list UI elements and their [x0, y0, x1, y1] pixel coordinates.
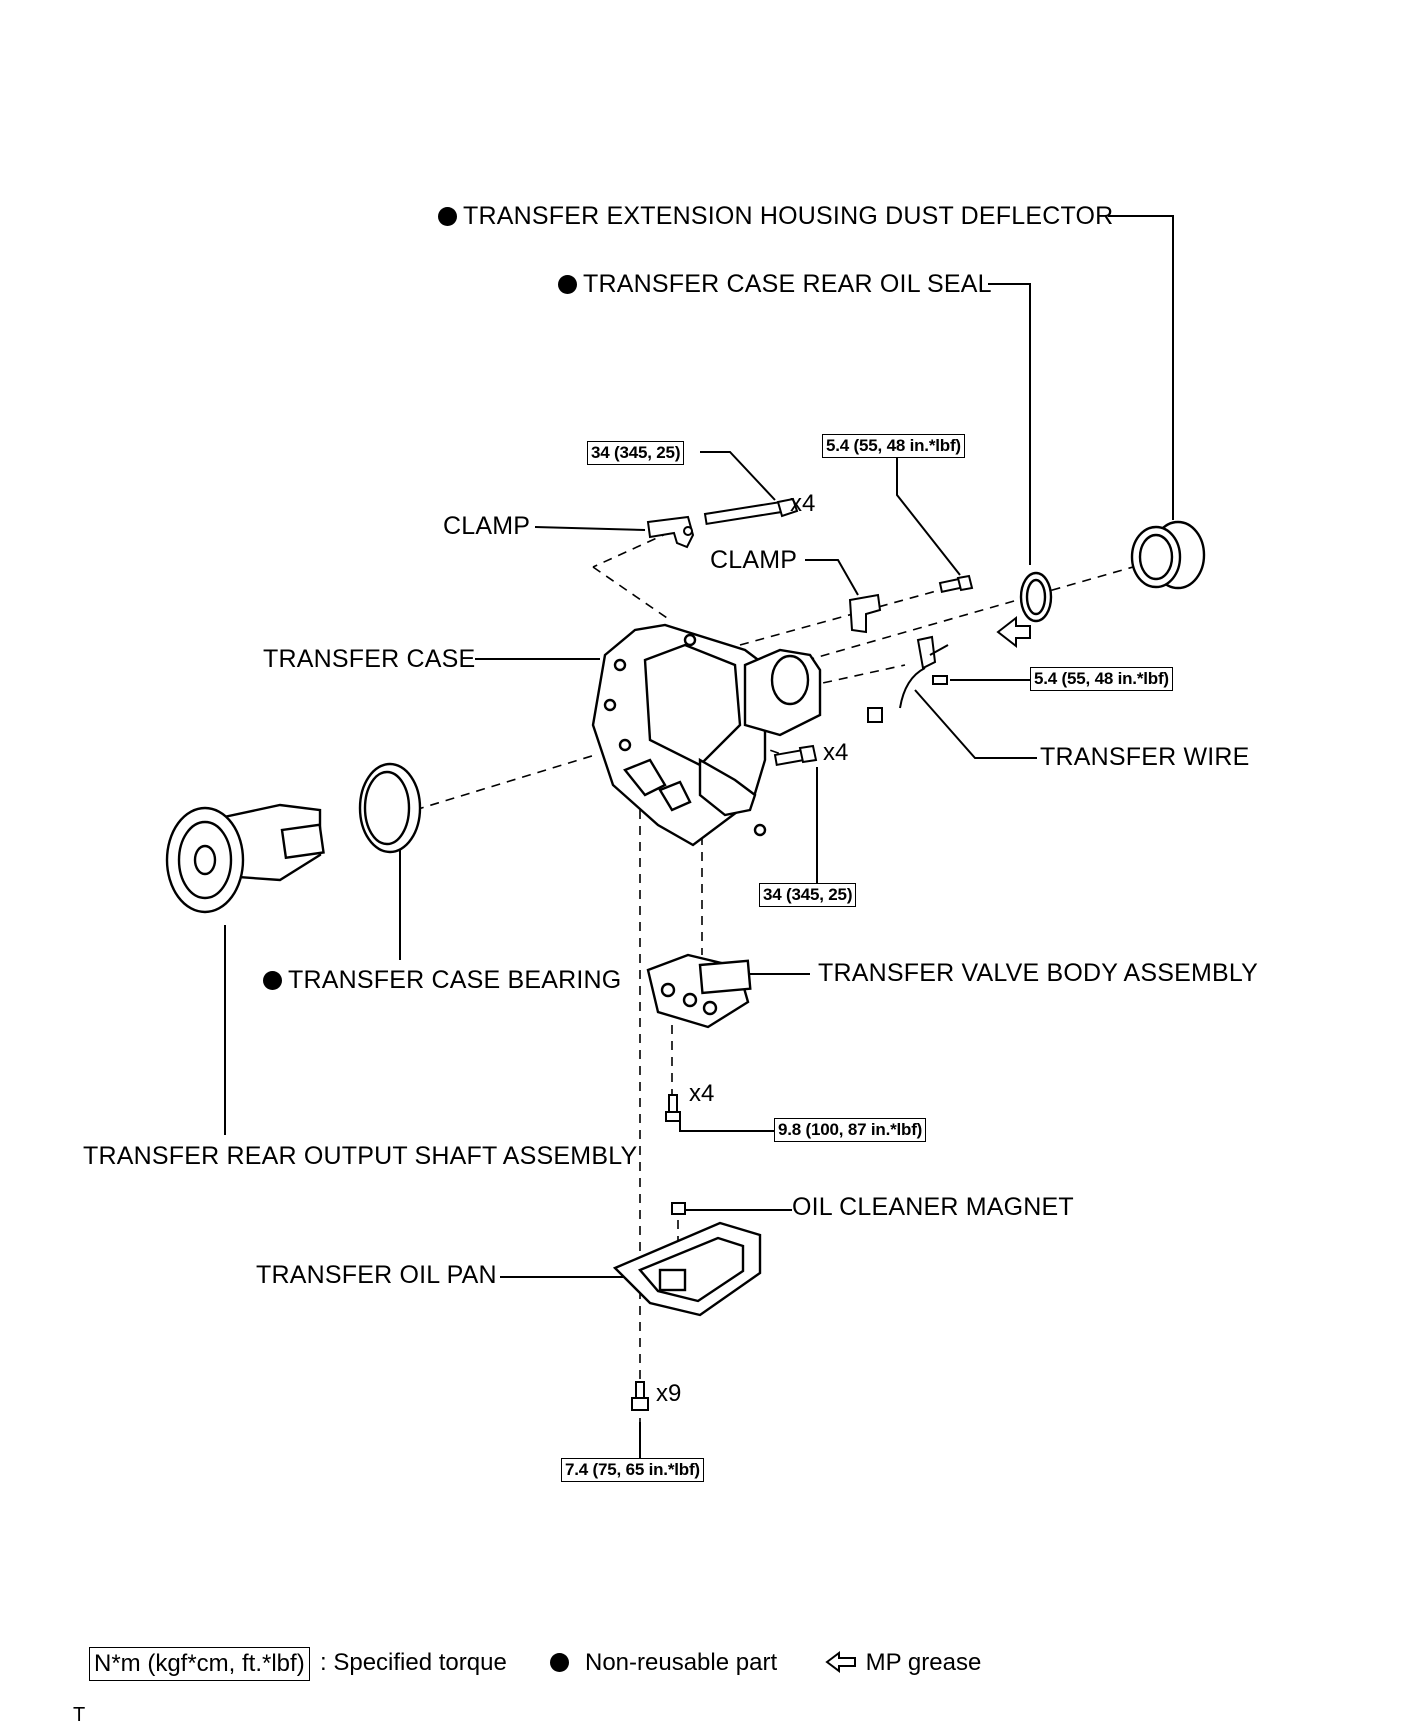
label-clamp-2: CLAMP	[710, 546, 798, 574]
leader-clamp2	[805, 559, 859, 596]
qty-clamp-bolt: x4	[790, 490, 816, 517]
rear-output-shaft-part	[165, 803, 325, 914]
leader-dust-deflector	[1108, 215, 1174, 520]
case-bearing-part	[358, 762, 422, 854]
label-transfer-case: TRANSFER CASE	[263, 645, 476, 673]
label-oil-cleaner-magnet: OIL CLEANER MAGNET	[792, 1193, 1074, 1221]
case-bolt	[773, 744, 818, 767]
nonreusable-dot-icon	[263, 971, 282, 990]
label-transfer-wire: TRANSFER WIRE	[1040, 743, 1250, 771]
oil-pan-part	[612, 1221, 762, 1317]
pan-bolt	[631, 1381, 649, 1411]
wire-bolt	[932, 675, 948, 685]
leader-rear-oil-seal	[988, 283, 1031, 565]
leader-clamp2-torque	[896, 458, 961, 576]
nonreusable-dot-icon	[558, 275, 577, 294]
label-oil-pan: TRANSFER OIL PAN	[256, 1261, 497, 1289]
torque-pan-bolt: 7.4 (75, 65 in.*lbf)	[561, 1458, 704, 1482]
label-rear-output-shaft: TRANSFER REAR OUTPUT SHAFT ASSEMBLY	[83, 1142, 638, 1170]
qty-valve-bolt: x4	[689, 1080, 715, 1107]
qty-case-bolt: x4	[823, 739, 849, 766]
leader-clamp1	[534, 526, 646, 531]
valve-bolt	[665, 1094, 681, 1122]
label-case-bearing: TRANSFER CASE BEARING	[263, 965, 621, 995]
legend-torque-unit: N*m (kgf*cm, ft.*lbf)	[89, 1647, 310, 1681]
torque-wire-bolt: 5.4 (55, 48 in.*lbf)	[1030, 667, 1173, 691]
nonreusable-dot-icon	[438, 207, 457, 226]
label-clamp-1: CLAMP	[443, 512, 531, 540]
clamp2-bolt	[938, 574, 974, 593]
clamp2-part	[848, 593, 882, 634]
rear-oil-seal-part	[1019, 571, 1053, 623]
grease-arrow-icon	[825, 1651, 856, 1673]
torque-clamp2-bolt: 5.4 (55, 48 in.*lbf)	[822, 434, 965, 458]
nonreusable-dot-icon	[550, 1653, 569, 1672]
transfer-case-part	[591, 623, 822, 847]
label-dust-deflector: TRANSFER EXTENSION HOUSING DUST DEFLECTO…	[438, 201, 1113, 231]
valve-body-part	[646, 953, 752, 1029]
grease-arrow-icon	[996, 615, 1031, 649]
legend-grease: MP grease	[825, 1648, 981, 1678]
leader-clamp1-torque	[700, 451, 776, 501]
footer-code: T	[73, 1704, 86, 1726]
label-rear-oil-seal: TRANSFER CASE REAR OIL SEAL	[558, 269, 992, 299]
torque-valve-bolt: 9.8 (100, 87 in.*lbf)	[774, 1118, 927, 1142]
torque-case-bolt: 34 (345, 25)	[759, 883, 857, 907]
leader-transfer-wire	[914, 689, 1037, 759]
legend-torque-desc: : Specified torque	[320, 1649, 507, 1676]
oil-magnet-part	[671, 1202, 686, 1215]
clamp1-part	[646, 497, 799, 549]
label-valve-body: TRANSFER VALVE BODY ASSEMBLY	[818, 959, 1258, 987]
leader-valve-bolt	[679, 1118, 775, 1132]
legend-nonreusable: Non-reusable part	[550, 1648, 777, 1678]
transfer-wire-part	[867, 635, 949, 723]
dust-deflector-part	[1130, 520, 1206, 590]
torque-clamp-bolt: 34 (345, 25)	[587, 441, 685, 465]
qty-pan-bolt: x9	[656, 1380, 682, 1407]
